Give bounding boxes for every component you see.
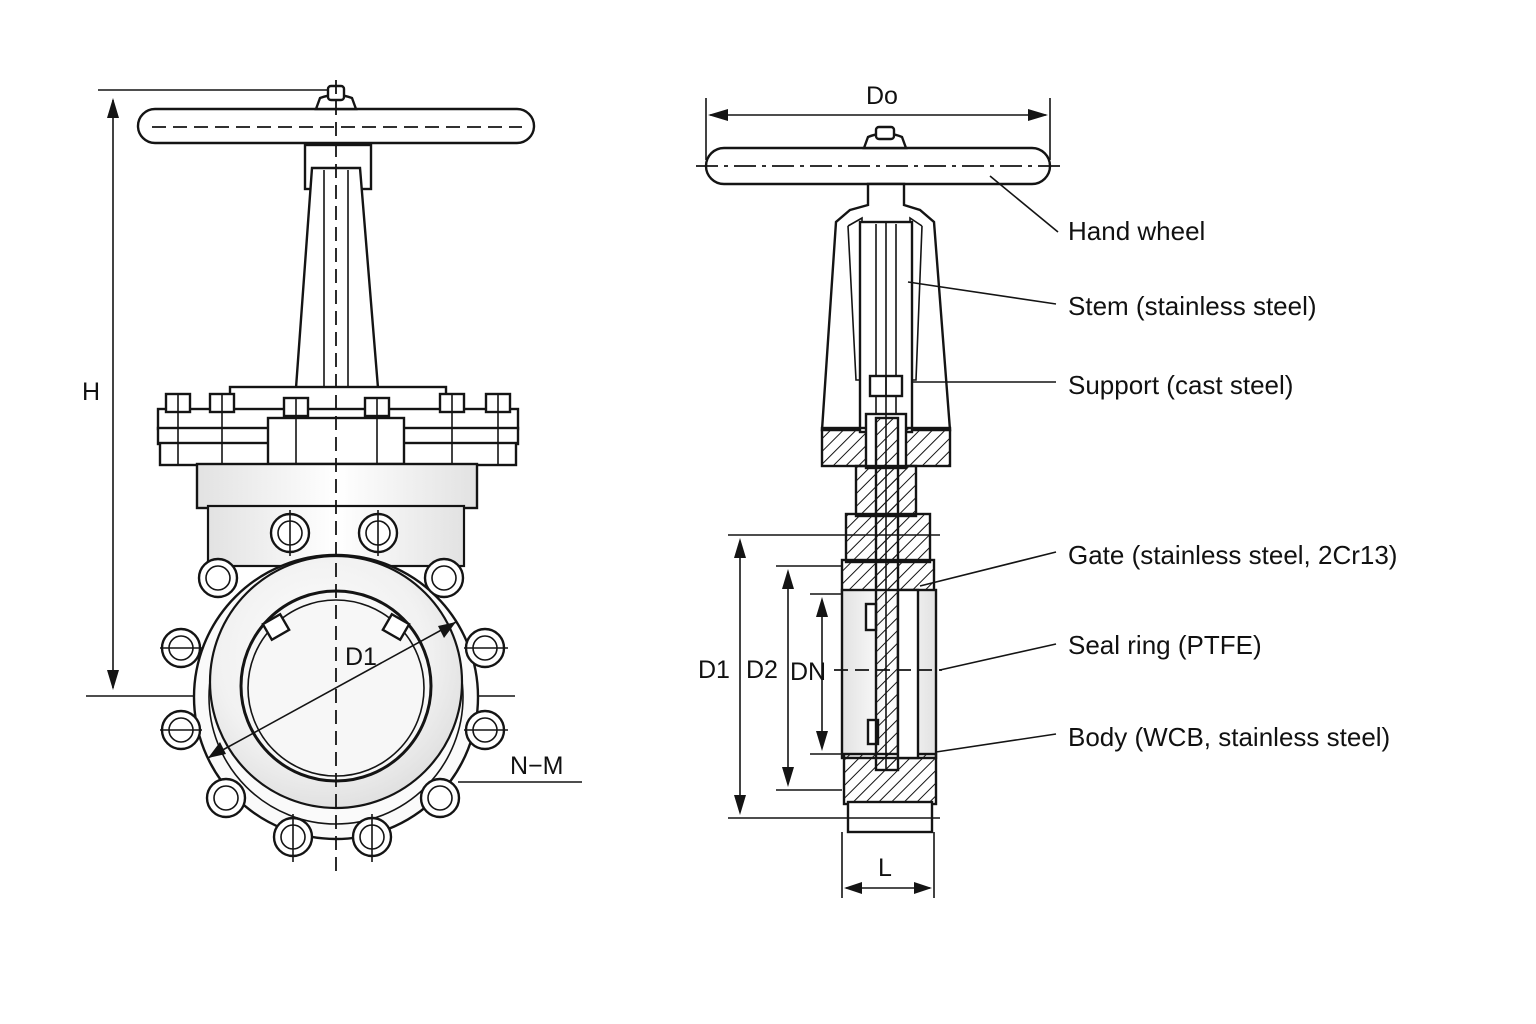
side-section-view: Do	[696, 82, 1397, 898]
callout-body: Body (WCB, stainless steel)	[1068, 722, 1390, 752]
dim-Do-label: Do	[866, 82, 898, 110]
dim-NM-label: N−M	[510, 752, 563, 780]
dim-D1-side-label: D1	[698, 656, 730, 684]
callout-leaders	[907, 175, 1059, 753]
callout-stem: Stem (stainless steel)	[1068, 291, 1317, 321]
front-view: H	[82, 80, 582, 876]
front-bonnet-bolts	[164, 392, 512, 466]
dim-L-label: L	[878, 854, 892, 882]
callout-support: Support (cast steel)	[1068, 370, 1293, 400]
dim-H-label: H	[82, 378, 100, 406]
callout-hand-wheel: Hand wheel	[1068, 216, 1205, 246]
callout-seal-ring: Seal ring (PTFE)	[1068, 630, 1262, 660]
dim-DN-label: DN	[790, 658, 826, 686]
dim-D1-front-label: D1	[345, 643, 377, 671]
dim-D2-label: D2	[746, 656, 778, 684]
callout-gate: Gate (stainless steel, 2Cr13)	[1068, 540, 1397, 570]
